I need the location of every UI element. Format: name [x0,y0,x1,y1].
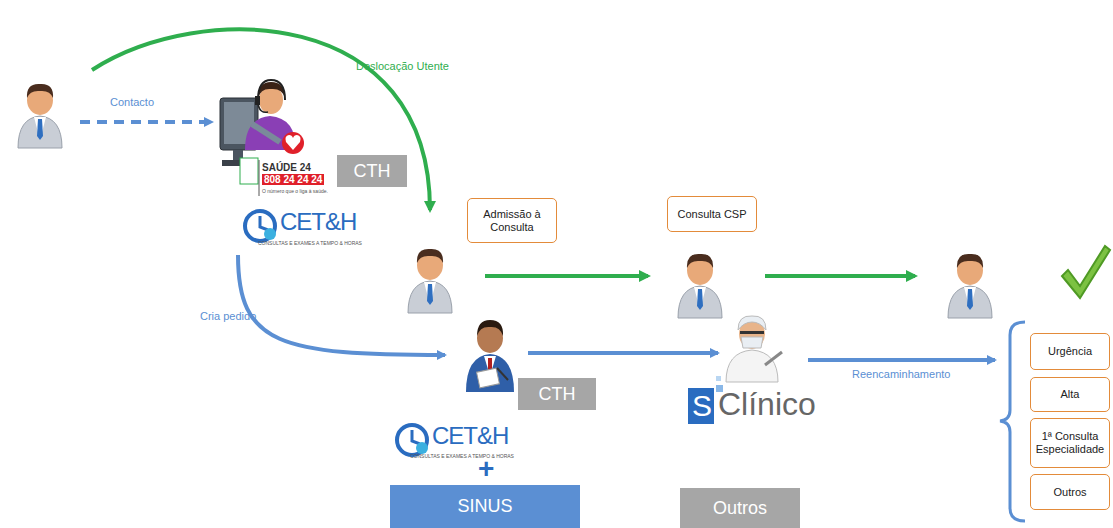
box-text: Urgência [1048,345,1092,358]
box-text: Outros [713,498,767,519]
operator-icon [220,80,296,166]
patient-icon [408,249,452,313]
logo-text: CET&H [280,208,356,236]
logo-text: SAÚDE 24 [262,162,311,173]
outcome-box: Outros [1030,474,1110,510]
referral-arrow [808,358,995,362]
system-box: SINUS [390,485,580,528]
logo-text: Clínico [718,386,816,422]
sclinico-mark [688,388,714,424]
arrow-label: Cria pedido [200,310,256,322]
flow-arrow [765,274,915,278]
outcome-box: Alta [1030,377,1110,412]
ceth-icon [397,425,428,455]
checkmark [1062,246,1110,298]
logo-slogan: O número que o liga à saúde. [262,188,328,194]
patient-icon [678,254,722,318]
patient-icon [18,84,62,148]
travel-arrow [92,29,430,210]
flow-arrow [528,351,718,355]
process-box: Admissão à Consulta [467,198,557,243]
phone-number: 808 24 24 24 [262,174,324,185]
plus-sign: + [478,455,494,483]
system-box: Outros [680,488,800,528]
box-text: Alta [1061,388,1080,401]
outcome-box: 1ª Consulta Especialidade [1030,418,1110,468]
system-tag: CTH [518,378,596,410]
surgeon-icon [726,316,782,382]
process-box: Consulta CSP [667,196,757,232]
logo-slogan: CONSULTAS E EXAMES A TEMPO & HORAS [410,453,514,459]
box-text: SINUS [457,496,512,517]
box-text: Outros [1053,486,1086,499]
box-text: 1ª Consulta Especialidade [1035,430,1105,456]
flow-arrow [485,274,648,278]
box-text: CTH [539,384,576,405]
box-text: CTH [354,161,391,182]
brace [1000,322,1025,521]
arrow-label: Reencaminhamento [852,368,950,380]
logo-text: CET&H [432,422,508,450]
box-text: Consulta CSP [677,208,746,221]
outcome-box: Urgência [1030,333,1110,370]
logo-text: S [692,390,712,422]
arrow-label: Contacto [110,96,154,108]
system-tag: CTH [337,155,407,187]
logo-slogan: CONSULTAS E EXAMES A TEMPO & HORAS [258,240,362,246]
arrow-label: Deslocação Utente [356,60,449,72]
patient-icon [948,254,992,318]
doctor-icon [466,320,514,392]
ceth-icon [245,211,276,241]
contact-arrow [80,120,212,124]
box-text: Admissão à Consulta [472,208,552,234]
sclinico-mark [716,376,721,381]
